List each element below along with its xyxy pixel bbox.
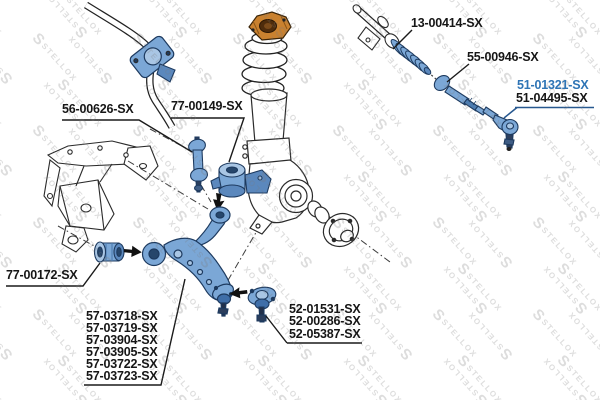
part-label-ball-joint: 52-05387-SX [289, 326, 361, 341]
part-label-ball-joint: 52-00286-SX [289, 314, 361, 329]
part-label-axial-rod: 55-00946-SX [467, 50, 539, 64]
part-label-tie-rod-end-link[interactable]: 51-01321-SX [517, 78, 589, 92]
strut-assembly [241, 11, 292, 144]
ball-joint [247, 286, 277, 323]
arrow-down-icon [213, 193, 225, 212]
coil-spring [241, 31, 288, 97]
part-label-steering-boot: 13-00414-SX [411, 16, 483, 30]
part-label-group-control-arms: 57-03718-SX 57-03719-SX 57-03904-SX 57-0… [86, 309, 158, 383]
stabilizer-clamp-bracket [156, 63, 176, 83]
control-arm-rear-bushing [210, 162, 272, 198]
steering-boot [390, 38, 432, 75]
rack-axis-dots [427, 71, 438, 81]
part-label-control-arm: 57-03718-SX [86, 309, 158, 323]
leader-lines [6, 29, 470, 386]
part-label-arm-rear-bushing: 77-00149-SX [171, 99, 243, 113]
part-label-arm-front-bushing: 77-00172-SX [6, 268, 78, 282]
part-label-group-ball-joints: 52-01531-SX 52-00286-SX 52-05387-SX [289, 302, 361, 341]
part-label-control-arm: 57-03722-SX [86, 356, 158, 371]
stabilizer-link [188, 136, 208, 193]
tie-rod-end [482, 106, 519, 151]
control-arm-front-bushing [93, 241, 125, 263]
arrow-left-icon [229, 287, 248, 299]
part-label-ball-joint: 52-01531-SX [289, 302, 361, 316]
strut-top-mount [248, 11, 292, 41]
part-label-control-arm: 57-03723-SX [86, 368, 158, 383]
part-label-stabilizer-link: 56-00626-SX [62, 102, 134, 116]
control-arm [141, 206, 234, 317]
arrow-right-icon [123, 245, 142, 257]
part-label-control-arm: 57-03904-SX [86, 332, 158, 347]
part-label-tie-rod-end-alt: 51-04495-SX [516, 91, 588, 105]
part-label-control-arm: 57-03719-SX [86, 320, 158, 335]
axial-rod [433, 74, 487, 116]
subframe [43, 140, 159, 253]
strut-housing [250, 88, 288, 144]
leader-lines-blue [503, 106, 594, 119]
wheel-hub-bearing [307, 200, 360, 248]
part-label-control-arm: 57-03905-SX [86, 344, 158, 359]
